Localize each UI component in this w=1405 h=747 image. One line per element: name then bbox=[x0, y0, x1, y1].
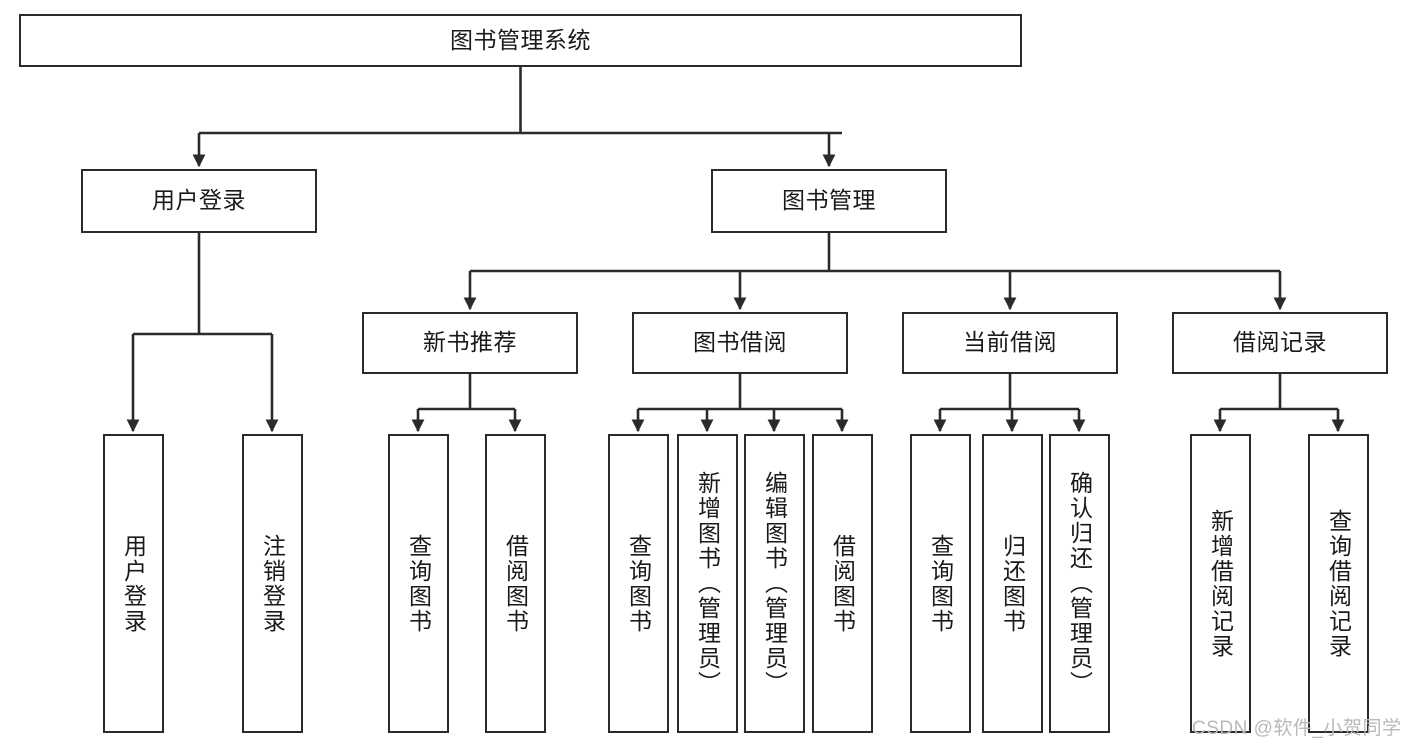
node-leaf-query-book-borrow[interactable]: 查询图书 bbox=[608, 434, 669, 733]
node-leaf-edit-book[interactable]: 编辑图书（管理员） bbox=[744, 434, 805, 733]
node-book-borrow-label: 图书借阅 bbox=[693, 329, 787, 356]
node-new-book-rec[interactable]: 新书推荐 bbox=[362, 312, 578, 374]
node-leaf-query-book-current[interactable]: 查询图书 bbox=[910, 434, 971, 733]
node-root[interactable]: 图书管理系统 bbox=[19, 14, 1022, 67]
node-leaf-add-book-label: 新增图书（管理员） bbox=[694, 471, 721, 696]
node-book-manage[interactable]: 图书管理 bbox=[711, 169, 947, 233]
node-leaf-query-book-rec-label: 查询图书 bbox=[405, 533, 432, 634]
node-leaf-query-book-borrow-label: 查询图书 bbox=[625, 533, 652, 634]
node-leaf-borrow-book[interactable]: 借阅图书 bbox=[812, 434, 873, 733]
node-leaf-query-record[interactable]: 查询借阅记录 bbox=[1308, 434, 1369, 733]
node-user-login-label: 用户登录 bbox=[152, 187, 246, 214]
node-leaf-query-book-current-label: 查询图书 bbox=[927, 533, 954, 634]
node-leaf-confirm-return-label: 确认归还（管理员） bbox=[1066, 471, 1093, 696]
node-leaf-edit-book-label: 编辑图书（管理员） bbox=[761, 471, 788, 696]
node-leaf-add-book[interactable]: 新增图书（管理员） bbox=[677, 434, 738, 733]
node-borrow-record-label: 借阅记录 bbox=[1233, 329, 1327, 356]
node-current-borrow-label: 当前借阅 bbox=[963, 329, 1057, 356]
node-leaf-query-record-label: 查询借阅记录 bbox=[1325, 508, 1352, 659]
node-leaf-return-book[interactable]: 归还图书 bbox=[982, 434, 1043, 733]
node-borrow-record[interactable]: 借阅记录 bbox=[1172, 312, 1388, 374]
node-leaf-return-book-label: 归还图书 bbox=[999, 533, 1026, 634]
node-user-login[interactable]: 用户登录 bbox=[81, 169, 317, 233]
node-leaf-borrow-book-rec[interactable]: 借阅图书 bbox=[485, 434, 546, 733]
node-leaf-add-record-label: 新增借阅记录 bbox=[1207, 508, 1234, 659]
node-book-manage-label: 图书管理 bbox=[782, 187, 876, 214]
node-leaf-user-login-label: 用户登录 bbox=[120, 533, 147, 634]
node-leaf-user-logout-label: 注销登录 bbox=[259, 533, 286, 634]
node-leaf-add-record[interactable]: 新增借阅记录 bbox=[1190, 434, 1251, 733]
node-current-borrow[interactable]: 当前借阅 bbox=[902, 312, 1118, 374]
node-book-borrow[interactable]: 图书借阅 bbox=[632, 312, 848, 374]
node-leaf-query-book-rec[interactable]: 查询图书 bbox=[388, 434, 449, 733]
node-leaf-user-logout[interactable]: 注销登录 bbox=[242, 434, 303, 733]
node-leaf-borrow-book-rec-label: 借阅图书 bbox=[502, 533, 529, 634]
node-leaf-confirm-return[interactable]: 确认归还（管理员） bbox=[1049, 434, 1110, 733]
node-new-book-rec-label: 新书推荐 bbox=[423, 329, 517, 356]
node-leaf-borrow-book-label: 借阅图书 bbox=[829, 533, 856, 634]
node-root-label: 图书管理系统 bbox=[450, 26, 591, 53]
watermark: CSDN @软件_小贺同学 bbox=[1192, 718, 1402, 739]
node-leaf-user-login[interactable]: 用户登录 bbox=[103, 434, 164, 733]
